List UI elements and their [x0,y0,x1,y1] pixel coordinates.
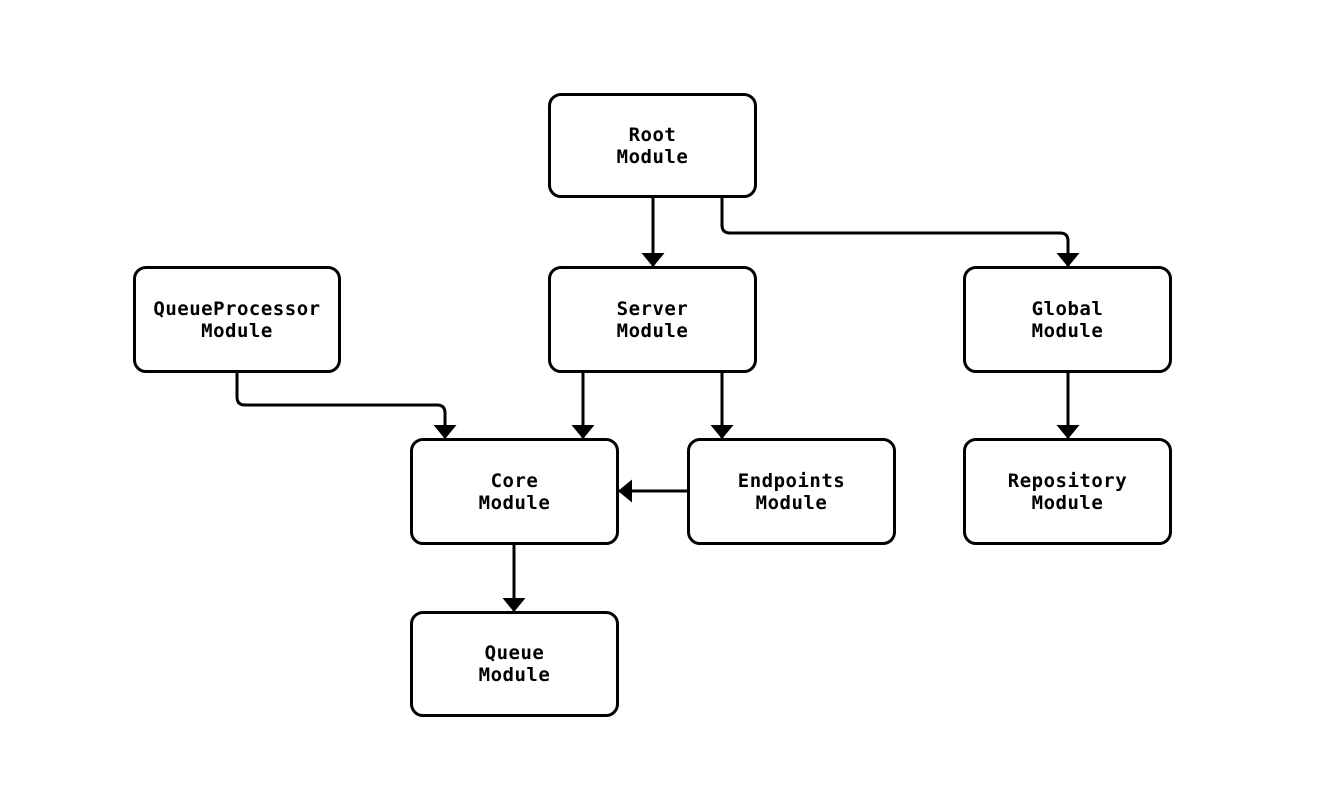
node-root-module-label: Root Module [616,123,689,168]
node-queueprocessor-module-label: QueueProcessor Module [153,297,321,342]
node-queue-module-label: Queue Module [478,642,551,686]
node-queueprocessor-module: QueueProcessor Module [133,266,341,373]
node-queue-module: Queue Module [410,611,619,717]
node-server-module-label: Server Module [616,297,689,342]
node-global-module: Global Module [963,266,1172,373]
edge-queueprocessor-to-core [235,373,457,439]
node-repository-module: Repository Module [963,438,1172,545]
node-endpoints-module-label: Endpoints Module [737,469,846,514]
node-core-module-label: Core Module [478,469,551,514]
edge-root-to-global [720,198,1080,267]
node-repository-module-label: Repository Module [1007,469,1128,514]
edge-group [235,198,1080,612]
node-core-module: Core Module [410,438,619,545]
node-global-module-label: Global Module [1031,297,1104,342]
node-root-module: Root Module [548,93,757,198]
node-server-module: Server Module [548,266,757,373]
node-endpoints-module: Endpoints Module [687,438,896,545]
